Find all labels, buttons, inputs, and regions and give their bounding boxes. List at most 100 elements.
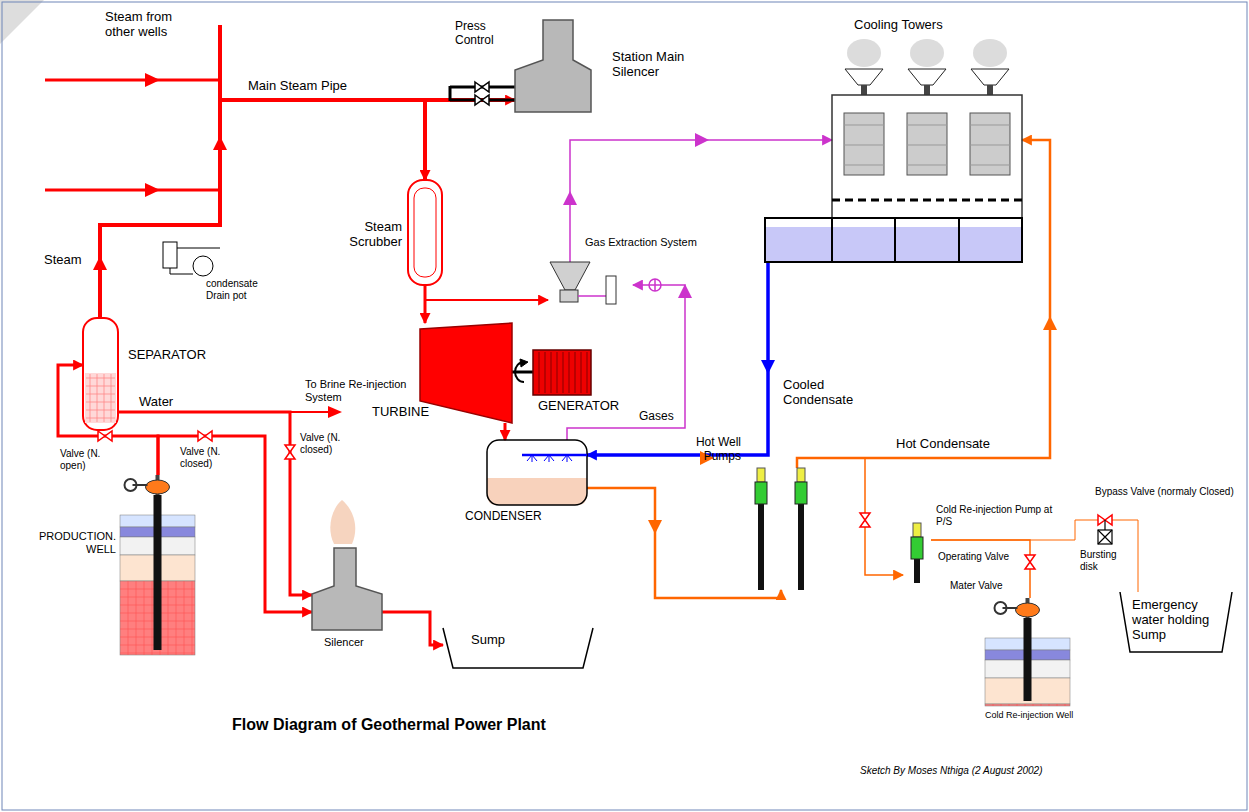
gas-extractor <box>578 295 606 297</box>
valve-symbol <box>1025 555 1035 569</box>
condenser-vessel <box>487 440 587 505</box>
pipe-connector <box>382 612 443 645</box>
pipe-label: Cooled Condensate <box>782 378 864 408</box>
pump-symbol <box>797 468 805 482</box>
generator-box <box>575 352 576 393</box>
drain-pot: condensate Drain pot <box>158 236 218 280</box>
steam-pipe <box>328 406 342 418</box>
condenser-vessel <box>562 455 572 462</box>
well-symbol <box>154 495 162 650</box>
well-symbol <box>1001 704 1002 706</box>
well-symbol <box>1017 704 1018 706</box>
node-label: Cold Re-injection Pump at P/S <box>936 504 1056 527</box>
pump-symbol <box>755 468 807 590</box>
well-symbol <box>128 581 129 655</box>
steam-pipe <box>290 411 330 413</box>
pipe-layer <box>58 100 1138 645</box>
cooling-tower <box>861 85 867 95</box>
bursting-disk <box>1104 520 1105 530</box>
gas-mixer <box>649 279 661 291</box>
steam-pipe <box>145 73 160 87</box>
cooling-tower <box>844 165 884 166</box>
generator-box: GENERATOR <box>533 350 591 395</box>
well-symbol <box>985 704 1070 706</box>
generator-shaft <box>510 359 535 382</box>
gas-extractor <box>548 262 633 308</box>
well-symbol <box>120 475 195 655</box>
generator-box <box>533 350 591 395</box>
pipe-connector <box>118 412 312 595</box>
separator-vessel <box>83 318 118 430</box>
node-label: Gas Extraction System <box>585 236 697 249</box>
well-symbol <box>1016 603 1040 617</box>
condenser-vessel <box>487 440 587 505</box>
node-label: Sump <box>471 633 505 648</box>
silencer-symbol <box>515 20 591 112</box>
separator-vessel <box>83 318 118 430</box>
pipe-connector <box>797 140 1050 468</box>
scrubber-vessel <box>408 180 442 285</box>
sump-basin <box>443 628 593 668</box>
cooling-tower <box>970 113 1010 175</box>
cooling-tower <box>924 85 930 95</box>
valve-symbol <box>98 431 1112 569</box>
well-symbol <box>985 598 1070 706</box>
pipe-connector <box>931 540 1030 598</box>
sump-basin <box>1120 592 1232 652</box>
generator-box <box>551 352 552 393</box>
bursting-disk <box>1098 520 1112 544</box>
pipe-connector <box>931 520 1138 592</box>
pump-symbol <box>911 523 923 583</box>
well-symbol <box>184 581 185 655</box>
silencer-symbol <box>515 20 591 112</box>
node-label: Hot Well Pumps <box>685 436 741 464</box>
node-label: TURBINE <box>372 405 429 420</box>
steam-pipe <box>218 25 222 102</box>
annotation-label: Steam from other wells <box>105 10 200 40</box>
sump-basin: Sump <box>443 628 593 668</box>
well-symbol <box>133 484 148 486</box>
cooling-tower <box>847 39 881 67</box>
annotation-label: Operating Valve <box>938 551 1009 563</box>
steam-pipe <box>45 189 220 192</box>
annotation-label: Bypass Valve (normaly Closed) <box>1095 486 1234 498</box>
pipe-connector <box>504 423 507 440</box>
gas-extractor <box>560 290 578 302</box>
pump-symbol: Cold Re-injection Pump at P/S <box>903 523 931 583</box>
well-symbol <box>146 480 170 494</box>
cooling-tower <box>907 113 947 175</box>
silencer-symbol: Station Main Silencer <box>515 20 591 112</box>
cooling-tower <box>970 145 1010 146</box>
generator-box <box>569 352 570 393</box>
flow-arrow <box>761 360 775 374</box>
valve-symbol <box>860 513 870 527</box>
cooling-tower: Cooling Towers <box>832 65 1022 262</box>
well-symbol <box>120 475 195 655</box>
flow-arrow <box>1043 316 1057 330</box>
condenser-vessel: CONDENSER <box>487 440 587 505</box>
node-label: Emergency water holding Sump <box>1132 598 1224 643</box>
drain-pot <box>158 236 218 280</box>
cooling-tower <box>907 125 947 126</box>
cooling-tower <box>765 39 1022 262</box>
generator-shaft <box>520 359 528 367</box>
gas-mixer <box>649 279 661 291</box>
pump-symbol <box>745 468 817 590</box>
pump-symbol <box>911 537 923 559</box>
pipe-label: Gases <box>638 410 675 424</box>
silencer-symbol <box>330 500 355 544</box>
generator-box <box>563 352 564 393</box>
well-symbol <box>152 581 153 655</box>
sump-basin <box>443 628 593 668</box>
scrubber-vessel: Steam Scrubber <box>408 180 442 285</box>
flow-arrow <box>563 133 709 298</box>
drain-pot <box>163 242 177 268</box>
node-label: Cooling Towers <box>854 18 943 33</box>
cooling-tower <box>844 113 884 175</box>
node-label: SEPARATOR <box>128 348 206 363</box>
cooling-tower <box>845 69 883 85</box>
bursting-disk <box>1098 530 1112 544</box>
pump-symbol <box>798 504 804 590</box>
